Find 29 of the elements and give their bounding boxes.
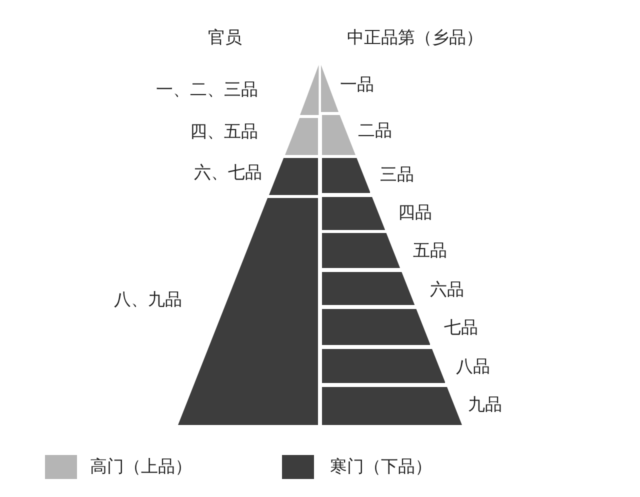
legend-label: 寒门（下品） [330, 457, 432, 477]
rank-label: 四、五品 [190, 122, 258, 142]
pyramid-band [322, 233, 400, 268]
rank-label: 八品 [456, 357, 490, 377]
rank-label: 二品 [358, 121, 392, 141]
rank-label: 八、九品 [114, 290, 182, 310]
rank-label: 六、七品 [194, 163, 262, 183]
pyramid-band [322, 387, 462, 425]
rank-label: 九品 [468, 395, 502, 415]
pyramid-band [268, 158, 318, 195]
pyramid-band [322, 309, 430, 345]
pyramid-band [322, 349, 446, 383]
pyramid-band [322, 158, 370, 193]
column-heading: 官员 [208, 28, 242, 48]
rank-label: 七品 [444, 318, 478, 338]
legend-label: 高门（上品） [90, 457, 192, 477]
pyramid-band [322, 115, 356, 155]
rank-label: 五品 [413, 241, 447, 261]
rank-label: 一、二、三品 [156, 80, 258, 100]
rank-label: 四品 [398, 203, 432, 223]
column-heading: 中正品第（乡品） [347, 28, 483, 48]
pyramid-tip [321, 65, 339, 112]
pyramid-tip [300, 65, 319, 115]
pyramid-band [322, 197, 386, 230]
rank-label: 六品 [430, 280, 464, 300]
rank-label: 一品 [340, 75, 374, 95]
pyramid-band [322, 272, 415, 305]
pyramid-band [284, 118, 318, 155]
rank-label: 三品 [380, 165, 414, 185]
